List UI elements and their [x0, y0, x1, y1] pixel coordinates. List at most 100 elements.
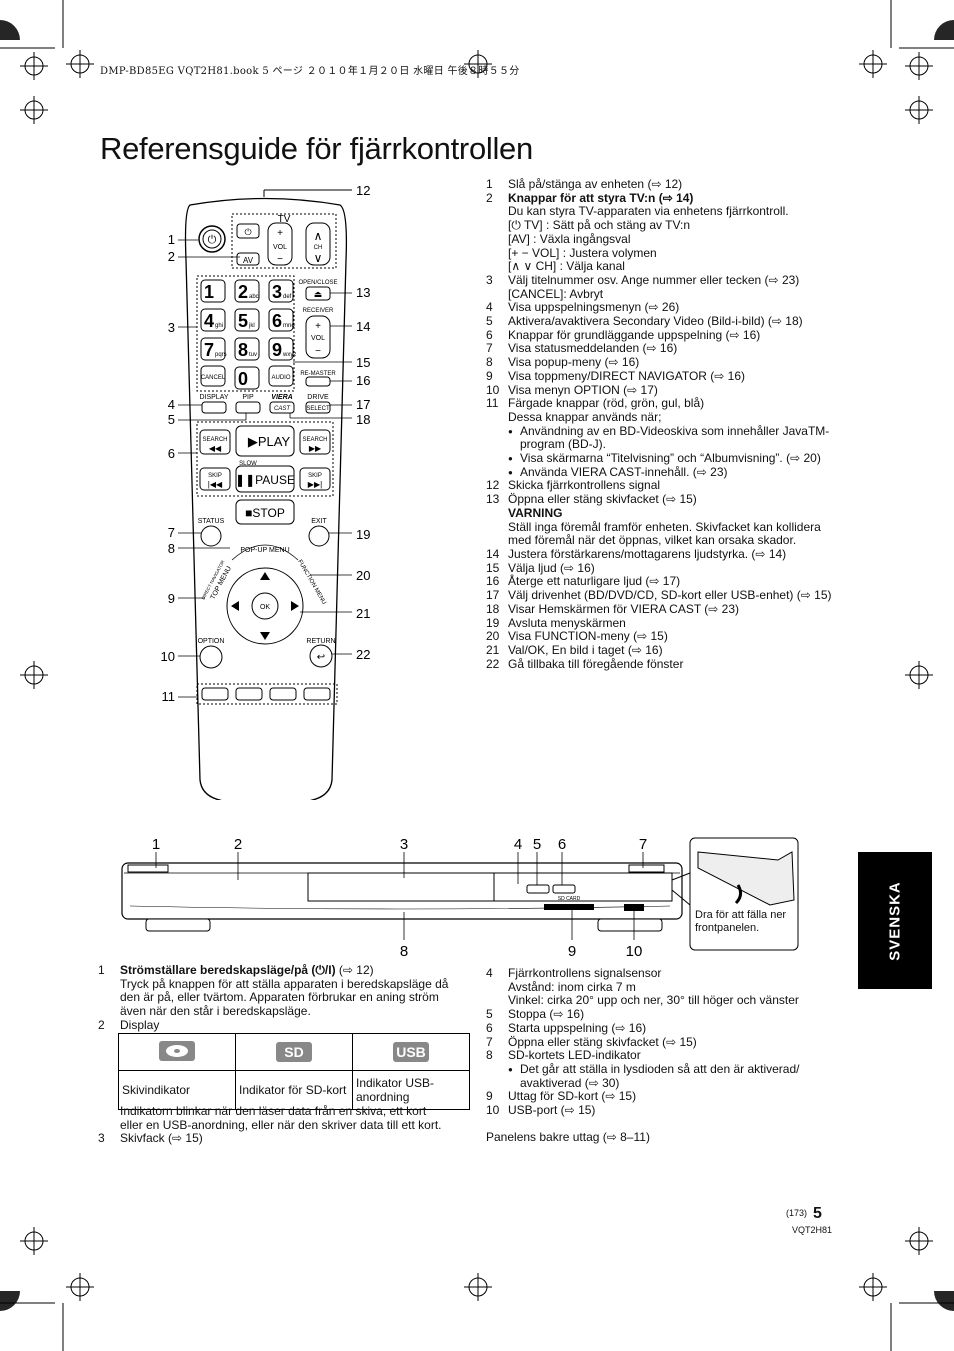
- remote-legend-item-number: 17: [486, 588, 500, 603]
- exit-button[interactable]: [308, 525, 330, 547]
- device-callout-top: 7: [639, 836, 647, 853]
- device-legend-item-text: Öppna eller stäng skivfacket (⇨ 15): [508, 1034, 697, 1049]
- remote-callout-right: 19: [356, 527, 370, 542]
- device-callout-top: 6: [558, 836, 566, 853]
- device-legend-item-text: USB-port (⇨ 15): [508, 1103, 596, 1118]
- remote-legend-item-number: 1: [486, 177, 493, 191]
- warning-title: VARNING: [508, 505, 563, 520]
- number-key-label: 6: [272, 311, 282, 331]
- search-rewind-button[interactable]: [199, 429, 231, 455]
- ok-button[interactable]: [251, 592, 279, 620]
- usb-port[interactable]: [624, 904, 644, 911]
- search-forward-button[interactable]: [299, 429, 331, 455]
- skip-forward-button[interactable]: [299, 467, 331, 491]
- arrow-up-icon[interactable]: [260, 572, 270, 580]
- option-button[interactable]: [199, 645, 223, 669]
- number-key-letters: abc: [249, 294, 259, 300]
- device-item-3-text: Skivfack (⇨ 15): [120, 1131, 203, 1146]
- open-close-button[interactable]: [305, 286, 331, 301]
- red-button[interactable]: [201, 687, 229, 701]
- number-key-label: 3: [272, 282, 282, 302]
- play-button[interactable]: [235, 425, 295, 457]
- return-button[interactable]: [309, 644, 333, 668]
- arrow-right-icon[interactable]: [291, 601, 299, 611]
- pause-button[interactable]: [235, 465, 295, 493]
- skip-back-button[interactable]: [199, 467, 231, 491]
- yellow-button[interactable]: [269, 687, 297, 701]
- device-legend-bullet-text: Det går att ställa in lysdioden så att d…: [520, 1061, 800, 1090]
- drive-select-button[interactable]: [305, 401, 331, 414]
- language-tab[interactable]: SVENSKA: [858, 852, 932, 989]
- tv-power-button[interactable]: [236, 223, 260, 239]
- page-number: 5: [813, 1205, 822, 1222]
- remote-callout-right: 20: [356, 568, 370, 583]
- receiver-label: RECEIVER: [303, 308, 334, 314]
- front-panel-inset-drawing: [697, 851, 795, 906]
- remote-legend-item-number: 18: [486, 601, 500, 616]
- number-key-letters: def: [283, 294, 292, 300]
- remote-legend-item-number: 5: [486, 314, 493, 329]
- tv-label: TV: [278, 214, 291, 225]
- arrow-down-icon[interactable]: [260, 632, 270, 640]
- device-item-1-text: Tryck på knappen för att ställa apparate…: [120, 976, 449, 1019]
- sd-indicator-label: Indikator för SD-kort: [235, 1070, 353, 1110]
- remote-legend-item-detail: Dessa knappar används när;: [508, 409, 662, 424]
- remote-callout-right: 18: [356, 412, 370, 427]
- cancel-button[interactable]: [200, 365, 226, 387]
- remote-legend-item-detail: [⏻ TV] : Sätt på och stäng av TV:n: [508, 218, 691, 233]
- audio-button[interactable]: [268, 365, 294, 387]
- remote-legend-item-number: 11: [486, 396, 499, 411]
- green-button[interactable]: [235, 687, 263, 701]
- device-legend-item-detail: Avstånd: inom cirka 7 m: [508, 979, 636, 994]
- remote-legend-item-text: Knappar för grundläggande uppspelning (⇨…: [508, 327, 761, 342]
- skip-label-right: SKIP: [308, 473, 322, 479]
- arrow-left-icon[interactable]: [231, 601, 239, 611]
- av-button[interactable]: [236, 252, 260, 266]
- blue-button[interactable]: [303, 687, 331, 701]
- svg-text:▶▶: ▶▶: [309, 444, 322, 453]
- status-button[interactable]: [200, 525, 222, 547]
- cast-label: CAST: [274, 406, 291, 412]
- device-legend-item-number: 4: [486, 966, 493, 980]
- pip-button[interactable]: [235, 401, 261, 414]
- number-key-1[interactable]: 1: [200, 279, 226, 303]
- re-master-label: RE-MASTER: [300, 371, 336, 377]
- viera-cast-button[interactable]: [269, 401, 295, 414]
- stop-button-device[interactable]: [526, 884, 550, 894]
- sd-indicator-cell: SD: [235, 1033, 353, 1071]
- stop-button[interactable]: [235, 499, 295, 525]
- device-legend-item-bullet: ●Det går att ställa in lysdioden så att …: [486, 1061, 836, 1090]
- tv-vol-rocker[interactable]: [267, 222, 293, 266]
- remote-legend-item-text: Visa FUNCTION-meny (⇨ 15): [508, 629, 668, 644]
- play-button-device[interactable]: [552, 884, 576, 894]
- tv-ch-rocker[interactable]: [305, 222, 331, 266]
- number-key-label: 8: [238, 340, 248, 360]
- receiver-vol-rocker[interactable]: [305, 315, 331, 359]
- disc-tray[interactable]: [307, 872, 495, 902]
- open-close-button-device[interactable]: [628, 864, 665, 873]
- re-master-button[interactable]: [305, 376, 331, 387]
- power-switch[interactable]: [127, 864, 169, 873]
- display-button[interactable]: [201, 401, 227, 414]
- number-key-0[interactable]: 0: [234, 366, 260, 390]
- sd-card-slot[interactable]: [544, 904, 594, 910]
